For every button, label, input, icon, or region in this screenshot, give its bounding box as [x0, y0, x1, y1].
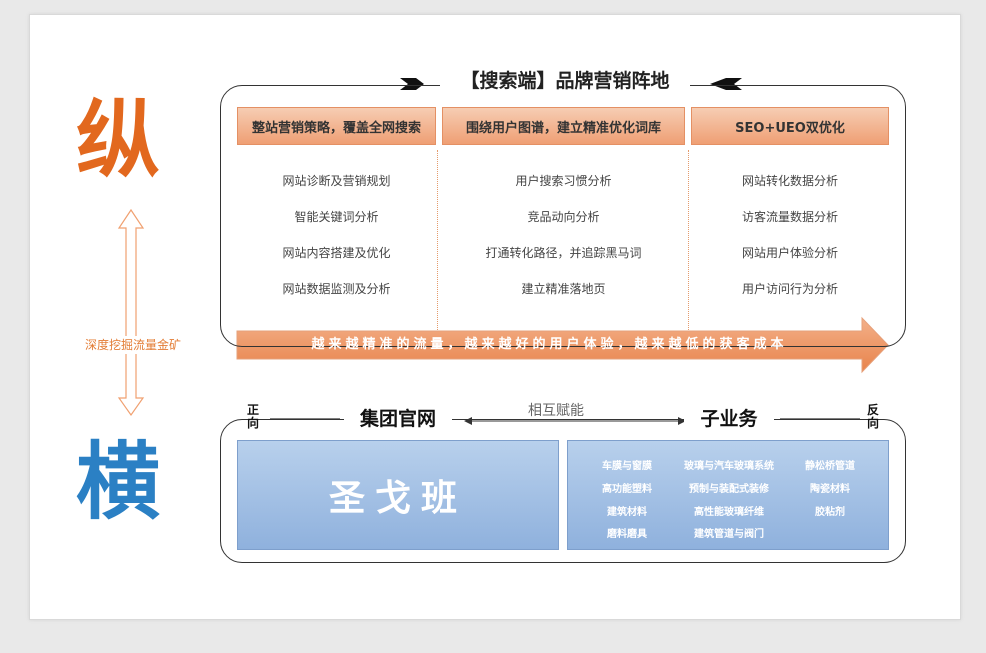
sub-item: 建筑管道与阀门 [694, 529, 764, 540]
column-header-1: 整站营销策略，覆盖全网搜索 [237, 107, 436, 145]
list-item: 网站数据监测及分析 [282, 282, 391, 296]
sub-business-label: 子业务 [684, 406, 774, 432]
column-divider-2 [688, 150, 689, 330]
right-direction-label: 反向 [866, 403, 879, 430]
sub-item: 高功能塑料 [602, 484, 652, 495]
column-header-2: 围绕用户图谱，建立精准优化词库 [442, 107, 685, 145]
sub-business-panel: 车膜与窗膜 玻璃与汽车玻璃系统 静松桥管道 高功能塑料 预制与装配式装修 陶瓷材… [567, 440, 889, 550]
list-item: 建立精准落地页 [521, 282, 606, 296]
column-list-3: 网站转化数据分析 访客流量数据分析 网站用户体验分析 用户访问行为分析 [691, 170, 889, 314]
list-item: 网站用户体验分析 [741, 246, 838, 260]
sub-item: 磨料磨具 [607, 529, 647, 540]
list-item: 网站诊断及营销规划 [282, 174, 391, 188]
list-item: 竞品动向分析 [527, 210, 600, 224]
group-brand-panel: 圣戈班 [237, 440, 559, 550]
connector-label: 深度挖掘流量金矿 [72, 336, 194, 354]
list-item: 网站转化数据分析 [741, 174, 838, 188]
group-site-label: 集团官网 [344, 406, 452, 432]
sub-item: 玻璃与汽车玻璃系统 [684, 461, 774, 472]
sub-item: 陶瓷材料 [810, 484, 850, 495]
list-item: 网站内容搭建及优化 [282, 246, 391, 260]
column-list-2: 用户搜索习惯分析 竞品动向分析 打通转化路径，并追踪黑马词 建立精准落地页 [442, 170, 685, 314]
sub-item: 胶粘剂 [815, 507, 845, 518]
column-header-3: SEO+UEO双优化 [691, 107, 889, 145]
search-section-title: 【搜索端】品牌营销阵地 [440, 66, 690, 96]
sub-item: 静松桥管道 [805, 461, 855, 472]
left-direction-label: 正向 [246, 403, 259, 430]
mutual-empower-label: 相互赋能 [528, 403, 584, 419]
title-arrow-left-icon [400, 78, 424, 90]
banner-arrow [236, 316, 889, 374]
vertical-double-arrow [117, 208, 145, 417]
list-item: 智能关键词分析 [294, 210, 379, 224]
sub-item: 高性能玻璃纤维 [694, 507, 764, 518]
title-arrow-right-icon [710, 78, 742, 90]
heng-character: 横 [76, 433, 161, 531]
list-item: 用户访问行为分析 [741, 282, 838, 296]
column-list-1: 网站诊断及营销规划 智能关键词分析 网站内容搭建及优化 网站数据监测及分析 [237, 170, 436, 314]
business-section-box [220, 419, 906, 563]
list-item: 打通转化路径，并追踪黑马词 [485, 246, 642, 260]
column-divider-1 [437, 150, 438, 330]
banner-text: 越来越精准的流量，越来越好的用户体验，越来越低的获客成本 [311, 337, 788, 352]
sub-item: 车膜与窗膜 [602, 461, 652, 472]
list-item: 访客流量数据分析 [741, 210, 838, 224]
zong-character: 纵 [76, 91, 161, 189]
sub-item: 建筑材料 [607, 507, 647, 518]
list-item: 用户搜索习惯分析 [515, 174, 612, 188]
sub-item: 预制与装配式装修 [689, 484, 769, 495]
